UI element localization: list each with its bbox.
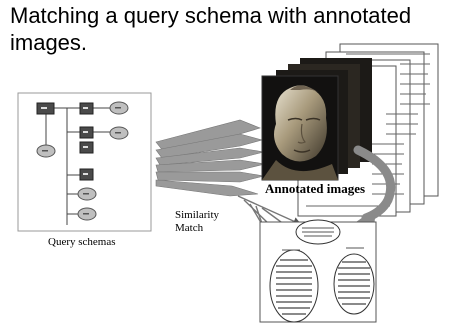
query-schemas-label: Query schemas	[48, 236, 116, 248]
query-schema-panel	[17, 92, 152, 232]
similarity-label-line2: Match	[175, 222, 204, 234]
transfer-arrows	[155, 119, 266, 197]
annotated-images-label: Annotated images	[265, 181, 365, 196]
similarity-label-line1: Similarity	[175, 209, 220, 221]
slide-title: Matching a query schema with annotated i…	[10, 3, 412, 55]
matched-result-document	[259, 219, 377, 323]
annotated-image-stack	[261, 43, 439, 217]
